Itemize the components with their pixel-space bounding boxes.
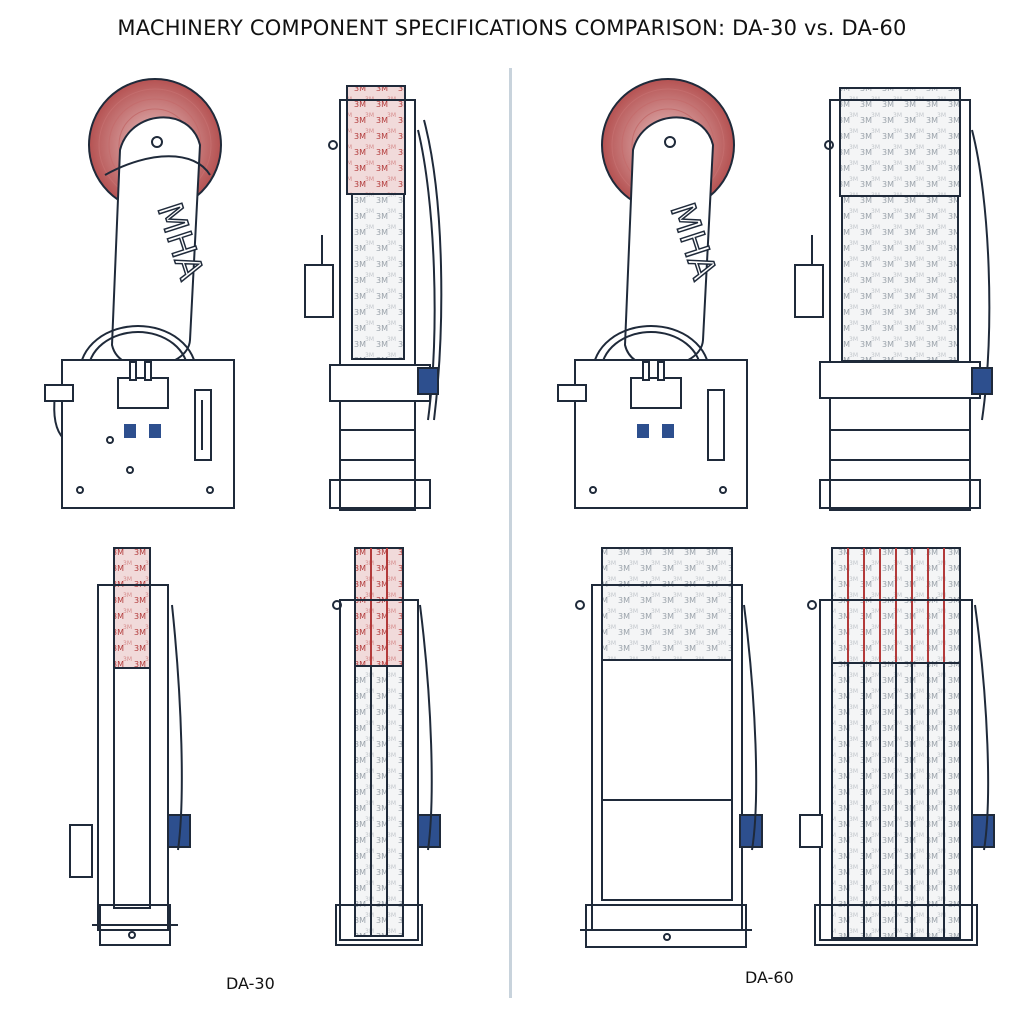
tape-strip [351, 193, 405, 360]
da30-front-narrow-view [304, 85, 443, 511]
panel-divider [509, 68, 512, 998]
da60-front-wide-roll-view [575, 547, 763, 948]
caption-da30: DA-30 [226, 974, 275, 993]
tape-roll-red [113, 547, 151, 669]
tape-strip [841, 195, 959, 362]
da30-arm-side-view: MHA [44, 78, 235, 509]
connector-icon [971, 367, 993, 395]
da60-arm-side-view: MHA [557, 78, 748, 509]
da30-front-single-roll-view [69, 547, 191, 946]
connector-icon [417, 367, 439, 395]
caption-da60: DA-60 [745, 968, 794, 987]
connector-icon [739, 814, 763, 848]
tape-roll-red [346, 85, 406, 195]
da60-front-multi-strip-view [799, 547, 995, 946]
connector-icon [971, 814, 995, 848]
tape-roll [839, 87, 961, 197]
da60-front-wide-view [794, 87, 993, 511]
page-title: MACHINERY COMPONENT SPECIFICATIONS COMPA… [117, 16, 907, 40]
tape-roll [601, 547, 733, 661]
tape-roll-red [354, 547, 404, 667]
da30-front-multi-strip-view [332, 547, 441, 946]
